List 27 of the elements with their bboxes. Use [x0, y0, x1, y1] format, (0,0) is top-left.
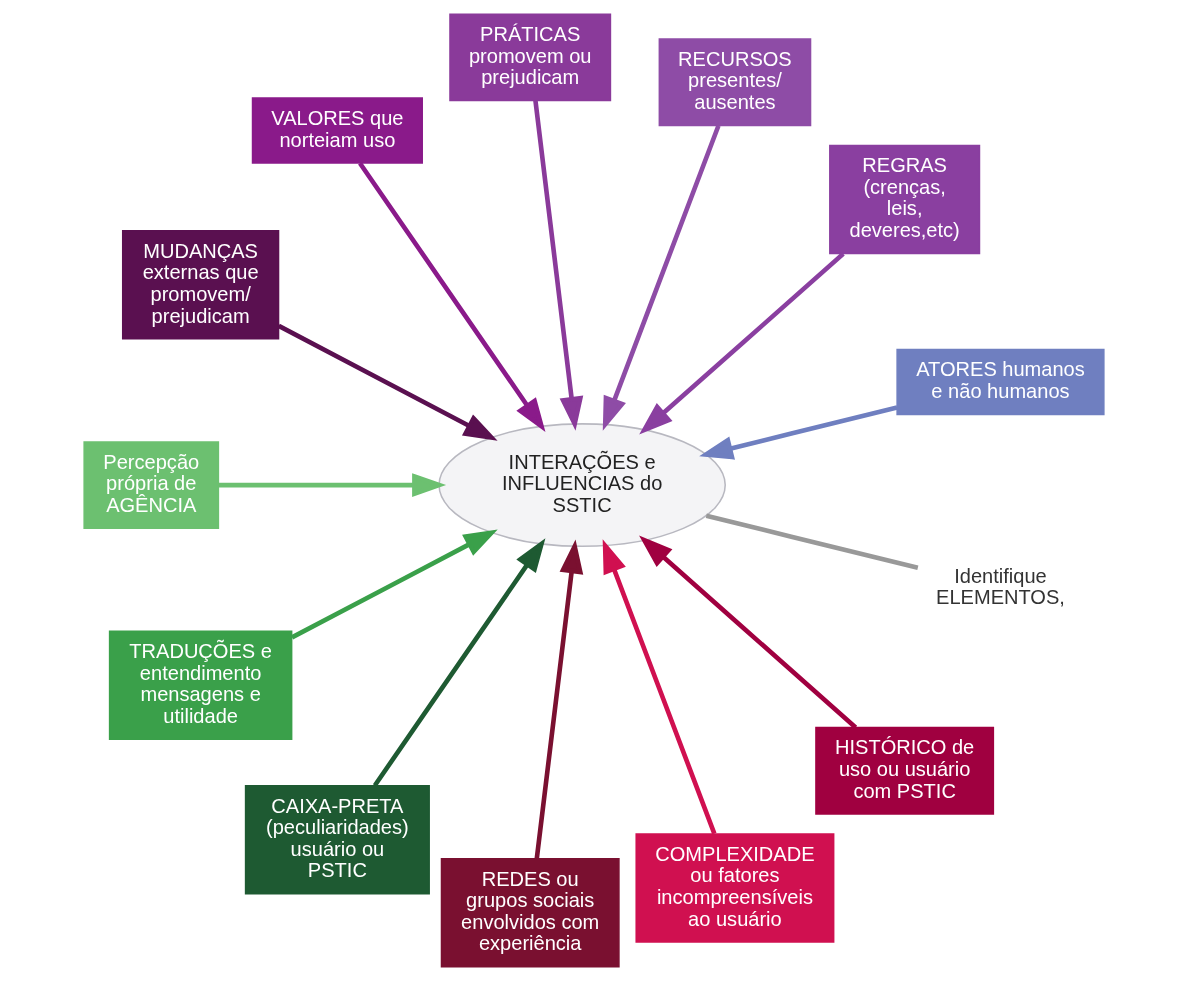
- node-box: RECURSOS presentes/ ausentes: [658, 38, 811, 127]
- node-box: MUDANÇAS externas que promovem/ prejudicam: [121, 230, 279, 340]
- node-ellipse: INTERAÇÕES e INFLUENCIAS do SSTIC: [437, 423, 726, 548]
- connector: [705, 513, 918, 571]
- arrow: [218, 473, 446, 497]
- arrow: [602, 124, 721, 431]
- arrow: [638, 535, 857, 730]
- node-box: COMPLEXIDADE ou fatores incompreensíveis ao usuário: [634, 833, 834, 943]
- arrow: [698, 405, 898, 460]
- node-box: HISTÓRICO de uso ou usuário com PSTIC: [814, 726, 994, 815]
- arrow: [533, 539, 583, 859]
- node-text: Identifique ELEMENTOS,: [935, 564, 1065, 609]
- arrow: [357, 161, 545, 432]
- node-box: ATORES humanos e não humanos: [895, 348, 1105, 416]
- node-box: REGRAS (crenças, leis, deveres,etc): [828, 144, 980, 255]
- node-box: CAIXA-PRETA (peculiaridades) usuário ou PSTIC: [244, 784, 430, 895]
- node-box: TRADUÇÕES e entendimento mensagens e utilidade: [108, 630, 292, 741]
- node-box: Percepção própria de AGÊNCIA: [82, 441, 219, 530]
- arrow: [290, 529, 498, 640]
- arrow: [372, 538, 545, 787]
- node-box: PRÁTICAS promovem ou prejudicam: [448, 13, 611, 102]
- arrow: [638, 252, 845, 435]
- arrow: [532, 100, 583, 431]
- arrow: [602, 539, 716, 835]
- node-box: VALORES que norteiam uso: [251, 97, 423, 164]
- arrow: [277, 323, 498, 441]
- node-box: REDES ou grupos sociais envolvidos com experiência: [440, 858, 620, 968]
